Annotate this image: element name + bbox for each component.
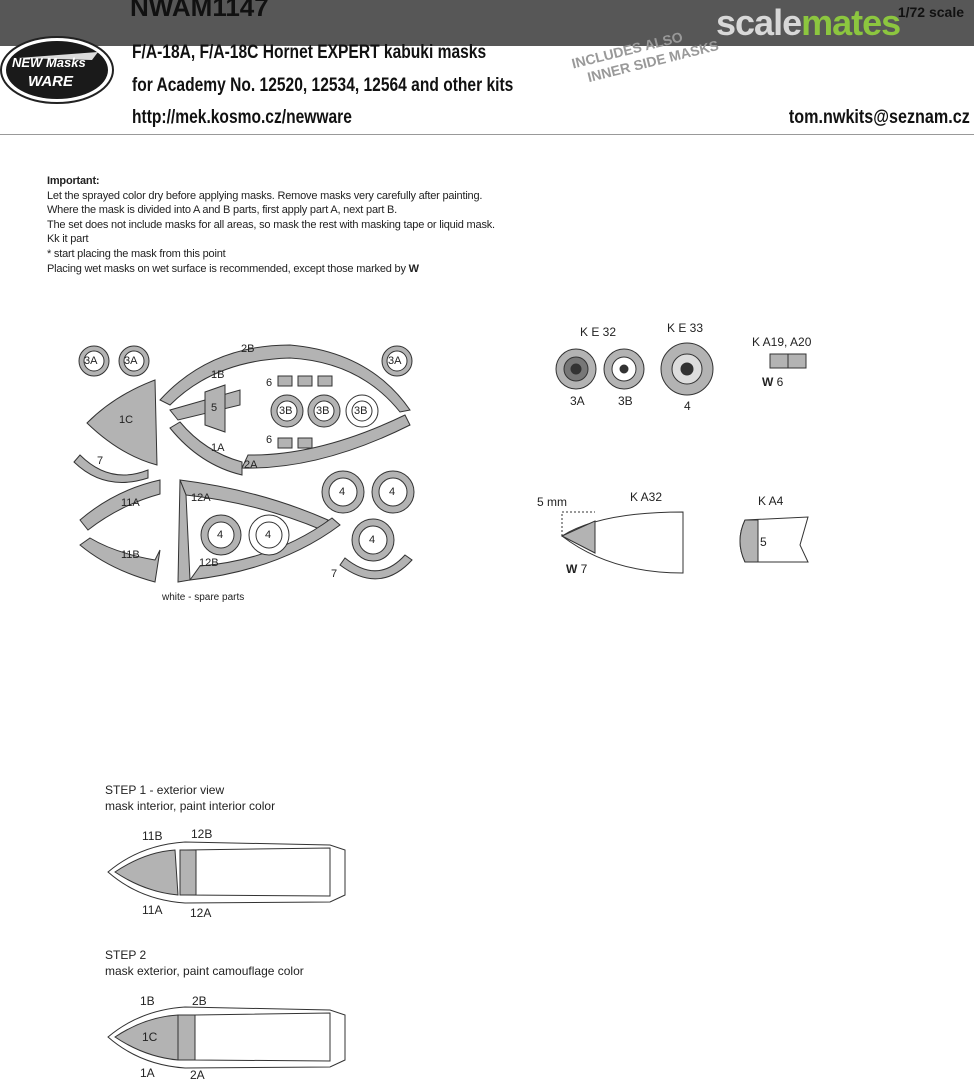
step2-desc: mask exterior, paint camouflage color	[105, 964, 304, 978]
wet-symbol-icon: W	[566, 562, 578, 576]
ref-6: W 6	[762, 375, 784, 389]
part-label: 4	[265, 529, 272, 541]
part-label: 6	[266, 434, 273, 446]
part-label: 3A	[388, 355, 402, 367]
ref-ka4: K A4	[758, 494, 784, 508]
part-label: 6	[266, 377, 273, 389]
step2-label: 1B	[140, 994, 155, 1008]
part-label: 1B	[211, 369, 225, 381]
logo-line2: WARE	[28, 73, 74, 90]
ref-5mm: 5 mm	[537, 495, 567, 509]
contact-email[interactable]: tom.nwkits@seznam.cz	[789, 107, 970, 128]
step1-desc: mask interior, paint interior color	[105, 799, 276, 813]
header-bar	[0, 0, 974, 46]
newware-logo: NEW Masks WARE	[0, 36, 114, 104]
part-label: 4	[369, 534, 376, 546]
watermark-part1: scale	[716, 2, 802, 43]
instruction-line: * start placing the mask from this point	[47, 247, 226, 260]
step1-label: 12A	[190, 906, 212, 920]
step1-label: 11B	[142, 829, 163, 843]
part-label: 12B	[199, 557, 219, 569]
wet-symbol-icon: W	[762, 375, 774, 389]
logo-line1: NEW Masks	[12, 55, 86, 70]
spare-parts-note: white - spare parts	[162, 592, 245, 603]
instruction-line: Let the sprayed color dry before applyin…	[47, 189, 483, 202]
step1-label: 11A	[142, 903, 163, 917]
website-link[interactable]: http://mek.kosmo.cz/newware	[132, 107, 352, 128]
instructions-heading: Important:	[47, 175, 100, 187]
ref-4: 4	[684, 399, 691, 413]
step2-label: 2B	[192, 994, 207, 1008]
instruction-line: Where the mask is divided into A and B p…	[47, 204, 398, 217]
part-label: 3B	[316, 405, 330, 417]
part-label: 2A	[244, 459, 258, 471]
part-label: 4	[217, 529, 224, 541]
part-label: 4	[339, 486, 346, 498]
ref-3b: 3B	[618, 394, 633, 408]
step2-title: STEP 2	[105, 948, 147, 962]
step2-block: STEP 2 mask exterior, paint camouflage c…	[105, 947, 304, 979]
compatible-kits: for Academy No. 12520, 12534, 12564 and …	[132, 75, 514, 96]
product-title: F/A-18A, F/A-18C Hornet EXPERT kabuki ma…	[132, 42, 487, 63]
ref-ke33: K E 33	[667, 321, 704, 335]
part-label: 12A	[191, 492, 211, 504]
part-label: 3A	[84, 355, 98, 367]
part-label: 3A	[124, 355, 138, 367]
product-code: NWAM1147	[130, 0, 269, 22]
part-label: 1C	[119, 414, 134, 426]
step1-block: STEP 1 - exterior view mask interior, pa…	[105, 782, 275, 814]
part-label: 3B	[279, 405, 293, 417]
instruction-line: Placing wet masks on wet surface is reco…	[47, 262, 406, 275]
part-label: 11A	[121, 497, 140, 509]
instruction-line: The set does not include masks for all a…	[47, 218, 495, 231]
part-label: 5	[211, 402, 218, 414]
header-divider	[0, 134, 974, 135]
scale-label: 1/72 scale	[897, 4, 964, 20]
watermark-part2: mates	[801, 2, 901, 43]
part-label: 2B	[241, 343, 255, 355]
part-label: 3B	[354, 405, 368, 417]
part-label: 7	[97, 455, 104, 467]
ref-ke32: K E 32	[580, 325, 617, 339]
ref-7: W 7	[566, 562, 588, 576]
part-label: 4	[389, 486, 396, 498]
step1-label: 12B	[191, 827, 213, 841]
ref-5: 5	[760, 535, 767, 549]
instruction-line: Kk it part	[47, 233, 89, 246]
scalemates-watermark: scalemates	[716, 2, 901, 44]
step2-label: 1A	[140, 1066, 155, 1080]
step1-title: STEP 1 - exterior view	[105, 783, 225, 797]
ref-ka32: K A32	[630, 490, 663, 504]
instructions: Important: Let the sprayed color dry bef…	[47, 174, 495, 276]
step2-label: 1C	[142, 1030, 158, 1044]
part-label: 7	[331, 568, 338, 580]
wet-symbol-icon: W	[408, 262, 419, 275]
step2-label: 2A	[190, 1068, 205, 1082]
ref-ka19: K A19, A20	[752, 335, 812, 349]
part-label: 11B	[121, 549, 140, 561]
ref-3a: 3A	[570, 394, 585, 408]
part-label: 1A	[211, 442, 225, 454]
